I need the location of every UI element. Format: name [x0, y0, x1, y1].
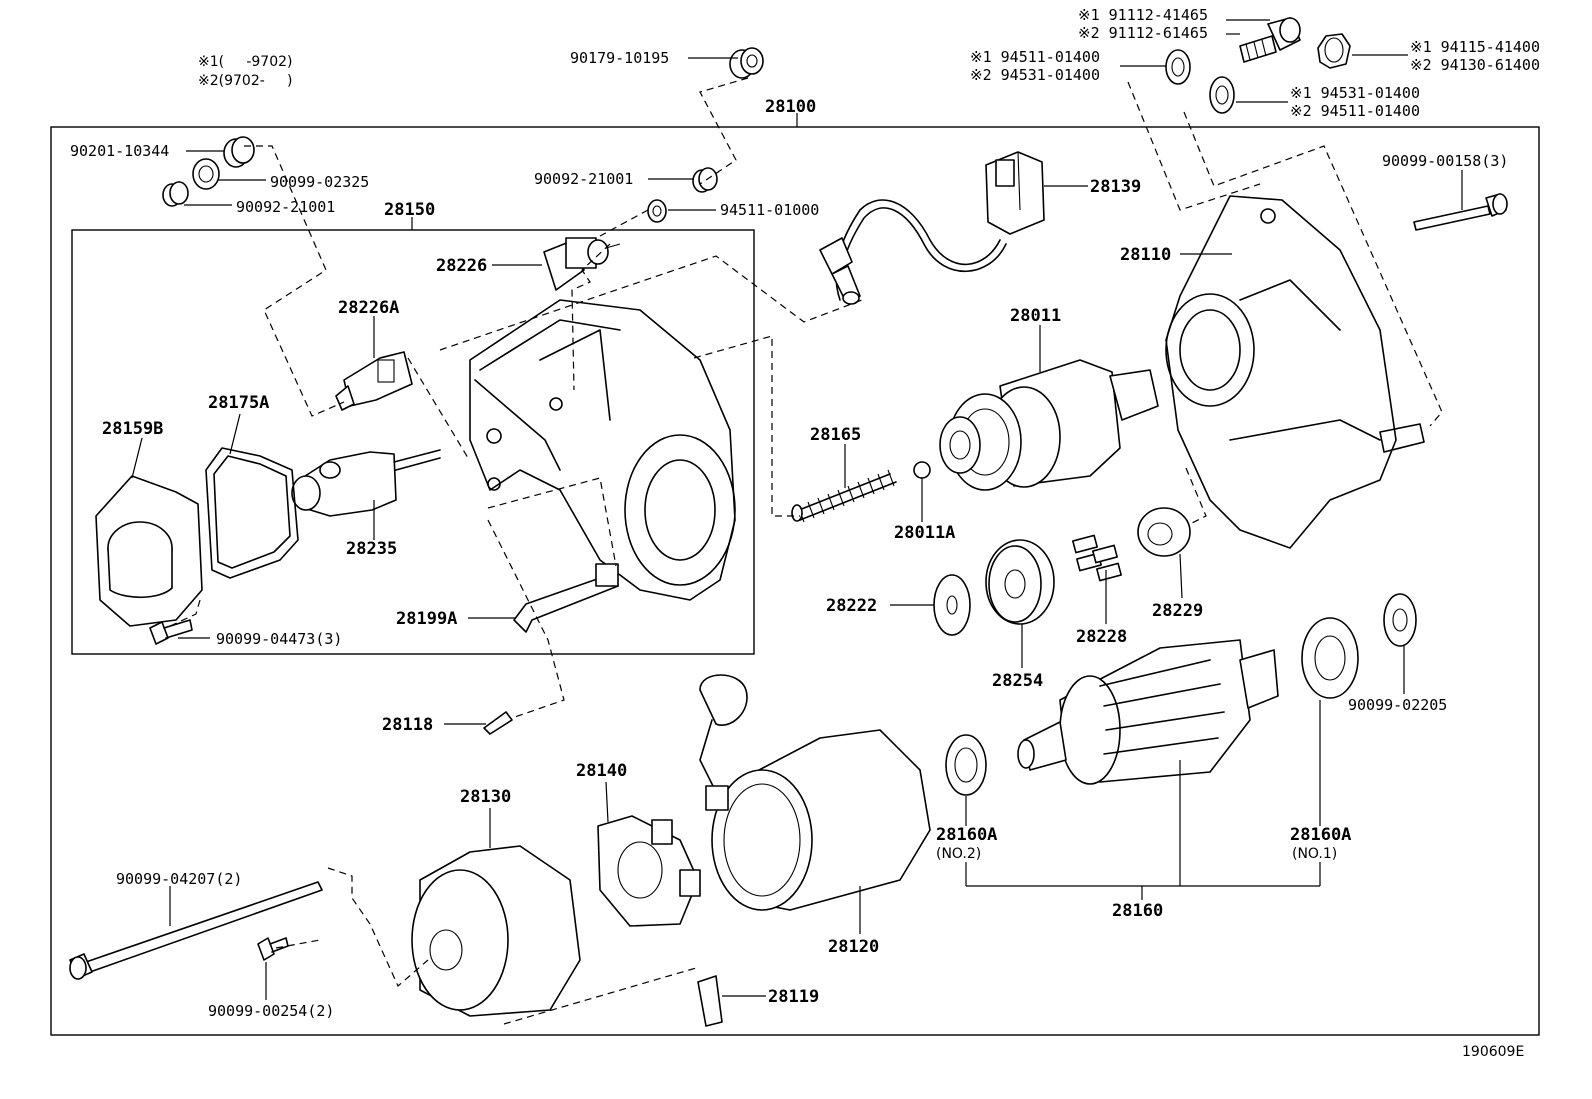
terminal-28226	[543, 237, 621, 291]
retainer-28229	[1137, 507, 1191, 557]
label-94511-01000: 94511-01000	[720, 201, 819, 219]
label-28160A-no1: 28160A	[1290, 825, 1351, 845]
nut-90092-b	[692, 167, 718, 193]
bearing-28160A-no2	[945, 734, 987, 796]
label-90099-04473: 90099-04473(3)	[216, 630, 342, 648]
figure-id: 190609E	[1462, 1044, 1524, 1060]
label-90099-00158: 90099-00158(3)	[1382, 152, 1508, 170]
bolt-90099-04473	[149, 619, 193, 645]
label-90179-10195: 90179-10195	[570, 49, 669, 67]
label-washer-b-option-2: ※2 94511-01400	[1290, 102, 1420, 120]
label-28226A: 28226A	[338, 298, 399, 318]
label-28118: 28118	[382, 715, 433, 735]
switch-28226A	[335, 351, 413, 411]
label-90099-04207: 90099-04207(2)	[116, 870, 242, 888]
label-28011: 28011	[1010, 306, 1061, 326]
armature-28160	[1017, 639, 1279, 785]
label-28139: 28139	[1090, 177, 1141, 197]
connector-28119	[697, 975, 723, 1027]
label-28120: 28120	[828, 937, 879, 957]
label-28175A: 28175A	[208, 393, 269, 413]
legend-line-2: ※2(9702- )	[198, 73, 293, 89]
label-28160A-no2-note: (NO.2)	[936, 846, 981, 862]
nut-94115	[1317, 33, 1351, 69]
washer-90099-02205	[1383, 593, 1417, 647]
plunger-28235	[291, 449, 441, 517]
label-nut-option-1: ※1 94115-41400	[1410, 38, 1540, 56]
assembly-28100-frame	[50, 126, 1540, 1036]
label-28160A-no2: 28160A	[936, 825, 997, 845]
cover-28159B	[95, 475, 203, 627]
label-90099-02205: 90099-02205	[1348, 696, 1447, 714]
label-washer-a-option-1: ※1 94511-01400	[970, 48, 1100, 66]
washer-90099-02325	[192, 158, 220, 190]
brush-holder-28140	[597, 815, 701, 927]
label-28100: 28100	[765, 97, 816, 117]
nut-90092-a	[162, 181, 189, 207]
label-28159B: 28159B	[102, 419, 163, 439]
rollers-28228	[1072, 534, 1122, 582]
label-28165: 28165	[810, 425, 861, 445]
label-28235: 28235	[346, 539, 397, 559]
lever-28199A	[513, 563, 619, 633]
label-28160A-no1-note: (NO.1)	[1292, 846, 1337, 862]
label-28199A: 28199A	[396, 609, 457, 629]
label-28011A: 28011A	[894, 523, 955, 543]
label-28229: 28229	[1152, 601, 1203, 621]
label-28160: 28160	[1112, 901, 1163, 921]
label-washer-a-option-2: ※2 94531-01400	[970, 66, 1100, 84]
label-28222: 28222	[826, 596, 877, 616]
label-washer-b-option-1: ※1 94531-01400	[1290, 84, 1420, 102]
label-28254: 28254	[992, 671, 1043, 691]
washer-28222	[933, 574, 971, 636]
washer-94511-a	[1165, 49, 1191, 85]
gear-28254	[985, 539, 1055, 625]
washer-94511-01000	[647, 199, 667, 223]
spring-28165	[791, 469, 897, 523]
cap-90179	[729, 47, 764, 79]
legend-line-1: ※1( -9702)	[198, 54, 293, 70]
label-90099-00254: 90099-00254(2)	[208, 1002, 334, 1020]
clutch-28011	[939, 359, 1159, 491]
label-bolt-option-1: ※1 91112-41465	[1078, 6, 1208, 24]
bolt-91112	[1239, 17, 1301, 63]
washer-94531-b	[1209, 76, 1235, 114]
bolt-90099-00158	[1413, 193, 1508, 231]
bearing-28160A-no1	[1301, 617, 1359, 699]
end-frame-28130	[411, 845, 581, 1017]
label-28150: 28150	[384, 200, 435, 220]
gasket-28175A	[205, 447, 299, 579]
lead-wire-28139	[819, 151, 1045, 305]
label-28110: 28110	[1120, 245, 1171, 265]
thru-bolt-90099-04207	[69, 881, 323, 980]
label-28140: 28140	[576, 761, 627, 781]
label-90092-21001-a: 90092-21001	[236, 198, 335, 216]
label-90201-10344: 90201-10344	[70, 142, 169, 160]
label-90099-02325: 90099-02325	[270, 173, 369, 191]
subassembly-28150-frame	[71, 229, 755, 655]
label-28228: 28228	[1076, 627, 1127, 647]
label-28119: 28119	[768, 987, 819, 1007]
yoke-28120	[699, 674, 931, 911]
screw-90099-00254	[257, 937, 289, 961]
label-nut-option-2: ※2 94130-61400	[1410, 56, 1540, 74]
nut-90201	[223, 136, 255, 168]
housing-28110	[1165, 195, 1425, 549]
label-28130: 28130	[460, 787, 511, 807]
label-28226: 28226	[436, 256, 487, 276]
pin-28118	[483, 711, 513, 735]
ball-28011A	[913, 461, 931, 479]
label-90092-21001-b: 90092-21001	[534, 170, 633, 188]
solenoid-housing	[469, 299, 736, 601]
label-bolt-option-2: ※2 91112-61465	[1078, 24, 1208, 42]
